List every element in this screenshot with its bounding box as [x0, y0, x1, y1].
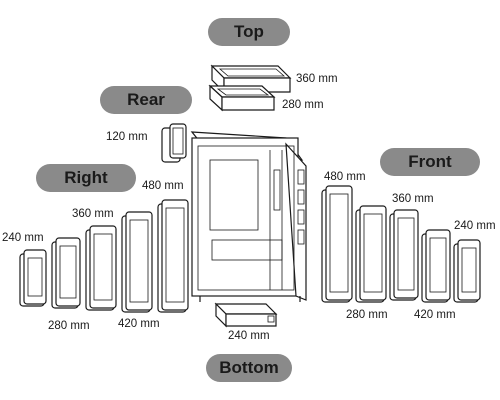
bottom-size-240: 240 mm: [228, 330, 270, 342]
right-radiator-420: [121, 211, 153, 313]
right-size-360: 360 mm: [72, 208, 114, 220]
right-size-480: 480 mm: [142, 180, 184, 192]
front-radiator-420: [421, 229, 451, 303]
label-rear: Rear: [100, 86, 192, 114]
front-size-360: 360 mm: [392, 193, 434, 205]
front-radiator-480: [321, 185, 353, 303]
right-radiator-360: [85, 225, 117, 311]
top-radiator-280: [208, 84, 276, 112]
bottom-radiator-240: [214, 302, 278, 328]
rear-size-120: 120 mm: [106, 131, 148, 143]
front-size-420: 420 mm: [414, 309, 456, 321]
label-top: Top: [208, 18, 290, 46]
label-right: Right: [36, 164, 136, 192]
top-size-360: 360 mm: [296, 73, 338, 85]
front-size-240: 240 mm: [454, 220, 496, 232]
front-size-480: 480 mm: [324, 171, 366, 183]
label-front: Front: [380, 148, 480, 176]
pc-case: [190, 131, 307, 302]
front-radiator-240: [453, 239, 481, 303]
right-radiator-240: [19, 249, 47, 307]
right-size-280: 280 mm: [48, 320, 90, 332]
right-size-240: 240 mm: [2, 232, 44, 244]
front-radiator-360: [389, 209, 419, 301]
front-size-280: 280 mm: [346, 309, 388, 321]
right-radiator-480: [157, 199, 189, 313]
rear-radiator-120: [161, 123, 187, 163]
right-radiator-280: [51, 237, 81, 309]
right-size-420: 420 mm: [118, 318, 160, 330]
front-radiator-280: [355, 205, 387, 303]
label-bottom: Bottom: [206, 354, 292, 382]
top-size-280: 280 mm: [282, 99, 324, 111]
